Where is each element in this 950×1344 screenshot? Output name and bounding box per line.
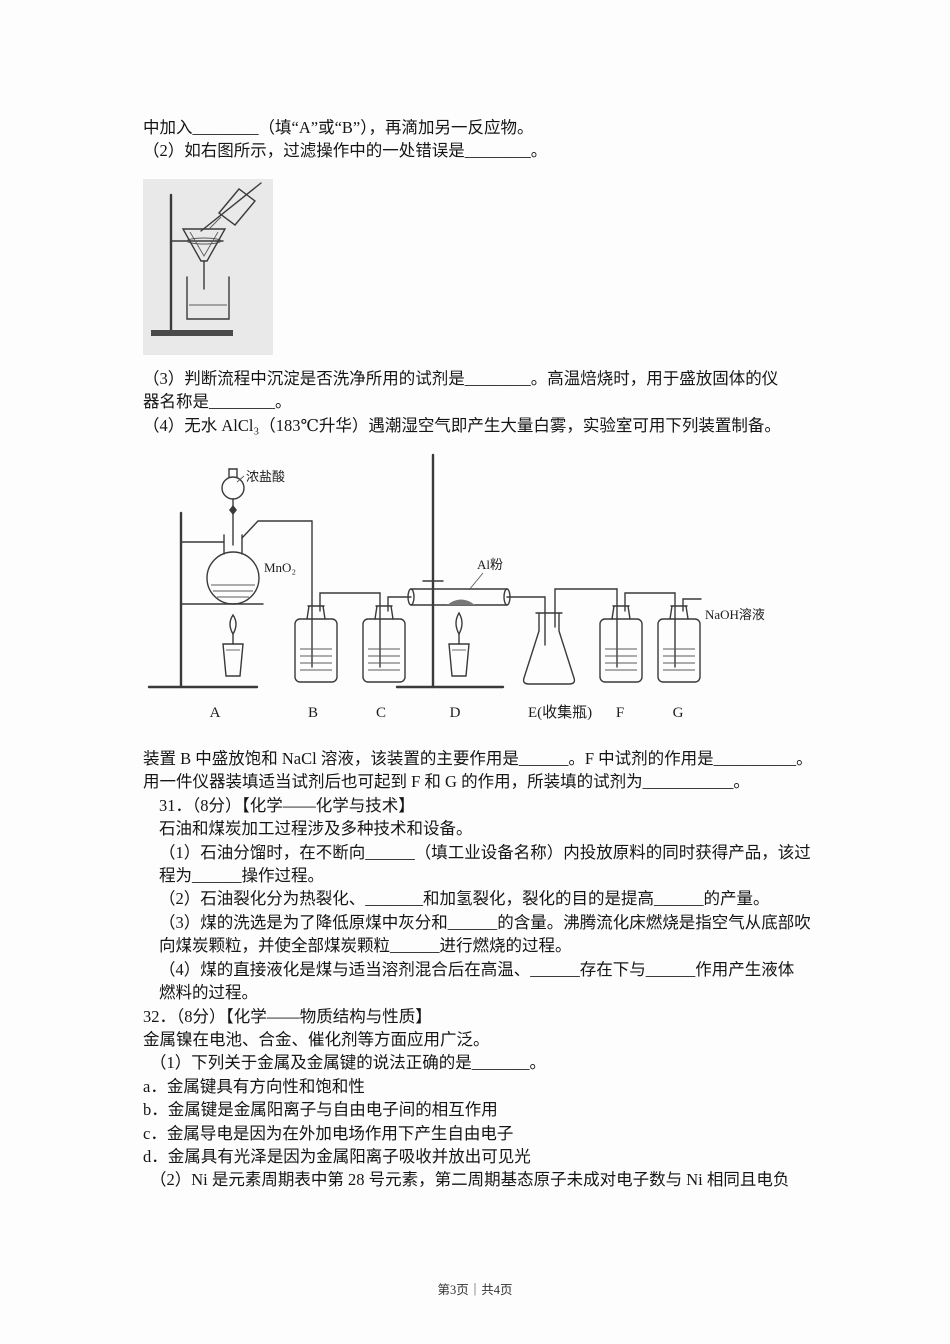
- pouring-beaker: [200, 182, 262, 232]
- part-letter-a: A: [210, 705, 221, 721]
- text-line: 装置 B 中盛放饱和 NaCl 溶液，该装置的主要作用是______。F 中试剂…: [143, 749, 813, 769]
- receiving-beaker: [186, 276, 230, 320]
- part-letter-d: D: [450, 705, 461, 721]
- text-line: 中加入________（填“A”或“B”），再滴加另一反应物。: [143, 118, 534, 137]
- iron-stand-left: [147, 511, 264, 689]
- text-line: 器名称是________。: [143, 392, 292, 412]
- page-number: 第3页｜共4页: [437, 1283, 513, 1297]
- text-line: 燃料的过程。: [159, 983, 258, 1003]
- label-mno2: MnO₂: [264, 560, 296, 575]
- round-flask-mno2: [206, 534, 260, 605]
- text-line: 程为______操作过程。: [159, 866, 324, 886]
- gas-bottle-b: [294, 592, 381, 683]
- flame-icon: [455, 611, 463, 636]
- stopcock: [229, 505, 237, 516]
- text-line: （2）如右图所示，过滤操作中的一处错误是________。: [143, 141, 548, 161]
- text-line: 石油和煤炭加工过程涉及多种技术和设备。: [159, 819, 473, 839]
- ring-clamp: [170, 237, 224, 245]
- gas-bottle-f: [599, 588, 676, 683]
- question-32-title: 32．（8分）【化学——物质结构与性质】: [143, 1006, 432, 1026]
- filter-paper: [189, 231, 219, 257]
- part-letter-f: F: [616, 705, 624, 721]
- stand-base: [151, 329, 233, 336]
- dropping-funnel: [221, 468, 245, 546]
- funnel: [181, 228, 227, 290]
- text-line: （4）无水 AlCl₃（183℃升华）遇潮湿空气即产生大量白雾，实验室可用下列装…: [143, 415, 781, 435]
- flame-icon: [229, 613, 237, 636]
- apparatus-figure: 浓盐酸 MnO₂: [145, 447, 810, 739]
- filtration-figure: [143, 178, 273, 355]
- option-c: c．金属导电是因为在外加电场作用下产生自由电子: [143, 1123, 514, 1143]
- liquid-stream: [208, 216, 222, 230]
- label-al-powder: Al粉: [477, 557, 503, 572]
- delivery-tube-a-b: [241, 520, 313, 539]
- text-line: 向煤炭颗粒，并使全部煤炭颗粒______进行燃烧的过程。: [159, 936, 572, 956]
- text-line: （2）石油裂化分为热裂化、_______和加氢裂化，裂化的目的是提高______…: [159, 889, 770, 909]
- conical-flask-e: [522, 588, 618, 685]
- iron-stand-right: [395, 453, 505, 689]
- question-31-title: 31．（8分）【化学——化学与技术】: [159, 795, 415, 815]
- glass-rod: [200, 182, 262, 232]
- part-letter-c: C: [376, 705, 386, 721]
- alcohol-lamp-right: [448, 611, 470, 677]
- option-b: b．金属键是金属阳离子与自由电子间的相互作用: [143, 1100, 498, 1120]
- part-letter-g: G: [673, 705, 684, 721]
- text-line: 金属镍在电池、合金、催化剂等方面应用广泛。: [143, 1029, 490, 1049]
- gas-bottle-g: [657, 592, 702, 683]
- option-d: d．金属具有光泽是因为金属阳离子吸收并放出可见光: [143, 1146, 531, 1166]
- text-line: 用一件仪器装填适当试剂后也可起到 F 和 G 的作用，所装填的试剂为______…: [143, 772, 750, 792]
- text-line: （1）石油分馏时，在不断向______（填工业设备名称）内投放原料的同时获得产品…: [159, 842, 811, 862]
- al-powder-pile: [447, 599, 475, 606]
- delivery-tube-d-e: [506, 596, 546, 646]
- iron-stand: [151, 193, 233, 336]
- text-line: （1）下列关于金属及金属键的说法正确的是_______。: [150, 1053, 546, 1073]
- text-line: （4）煤的直接液化是煤与适当溶剂混合后在高温、______存在下与______作…: [159, 959, 795, 979]
- alcohol-lamp-left: [222, 613, 244, 677]
- text-line: （2）Ni 是元素周期表中第 28 号元素，第二周期基态原子未成对电子数与 Ni…: [150, 1170, 790, 1190]
- part-letter-b: B: [308, 705, 318, 721]
- text-line: （3）煤的洗选是为了降低原煤中灰分和______的含量。沸腾流化床燃烧是指空气从…: [159, 912, 811, 932]
- gas-bottle-c: [362, 592, 412, 683]
- label-conc-hcl: 浓盐酸: [246, 469, 285, 484]
- text-line: （3）判断流程中沉淀是否洗净所用的试剂是________。高温焙烧时，用于盛放固…: [143, 368, 779, 388]
- label-naoh: NaOH溶液: [705, 607, 765, 622]
- combustion-tube: [407, 588, 511, 606]
- option-a: a．金属键具有方向性和饱和性: [143, 1076, 365, 1096]
- part-letter-e: E(收集瓶): [528, 704, 592, 721]
- exam-content: 中加入________（填“A”或“B”），再滴加另一反应物。 （2）如右图所示…: [143, 116, 833, 1192]
